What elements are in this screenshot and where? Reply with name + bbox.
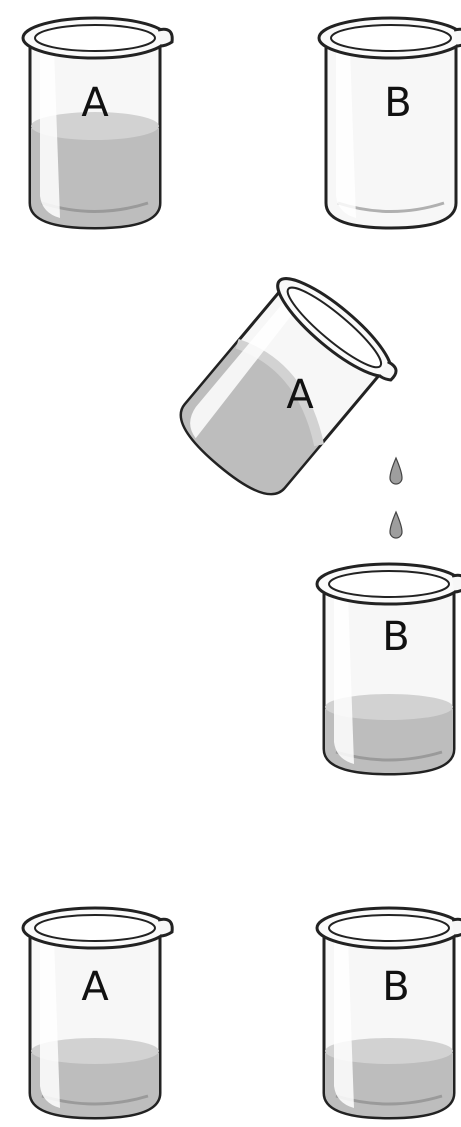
drop-icon [390, 512, 402, 538]
drops [390, 458, 402, 538]
stage-after: A B [23, 908, 461, 1118]
beaker-b-receiving: B [317, 564, 461, 774]
beaker-a-tilted: A [164, 266, 407, 515]
beaker-b-before: B [319, 18, 461, 228]
beaker-label-b: B [382, 614, 409, 660]
beaker-a-after: A [23, 908, 172, 1118]
beaker-label-b: B [384, 80, 411, 126]
beaker-label-a: A [81, 964, 109, 1010]
drop-icon [390, 458, 402, 484]
beaker-b-after: B [317, 908, 461, 1118]
beaker-label-b: B [382, 964, 409, 1010]
stage-before: A B [23, 18, 461, 228]
stage-pouring: A B [164, 266, 461, 774]
beaker-a-before: A [23, 18, 172, 228]
beaker-label-a: A [286, 372, 314, 418]
beaker-label-a: A [81, 80, 109, 126]
